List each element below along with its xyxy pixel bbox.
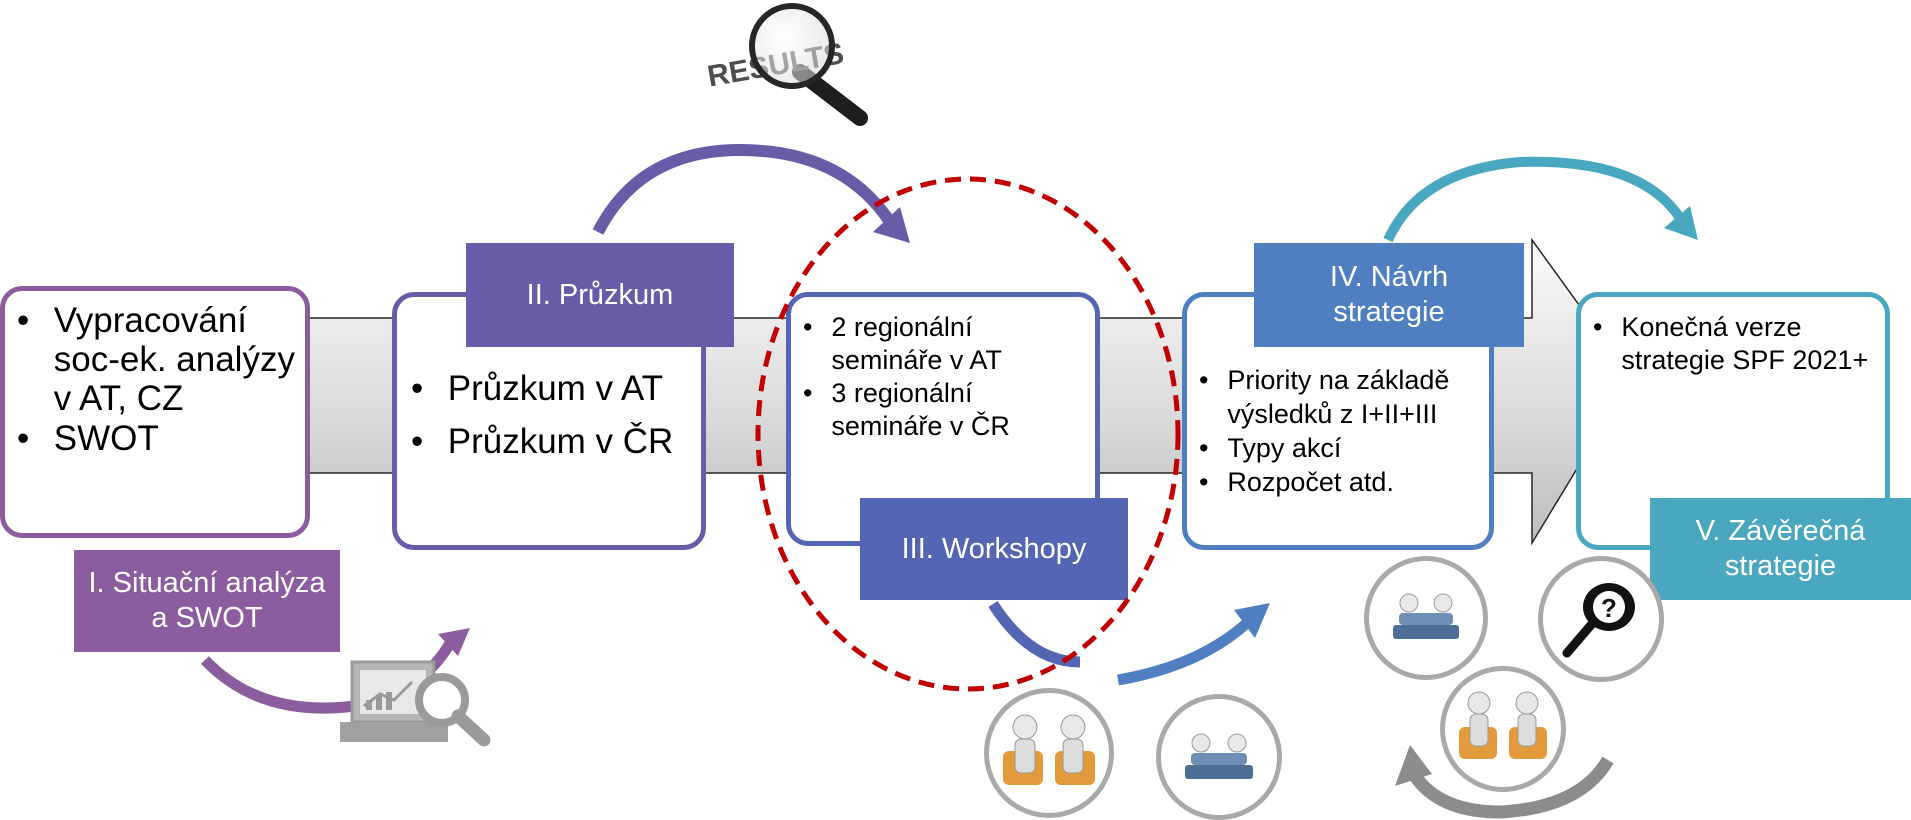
curve-arrow-2 (592, 143, 895, 235)
cycle-arrow-head (1395, 745, 1432, 786)
meeting-people-icon (1440, 666, 1566, 792)
curve-arrow-4-head (1664, 206, 1698, 240)
stage-1-bullet: Vypracování soc-ek. analýzy v AT, CZ (17, 301, 299, 419)
stage-4-bullet: Priority na základě výsledků z I+II+III (1199, 363, 1489, 431)
curve-arrow-4 (1383, 156, 1685, 243)
stage-2-bullet: Průzkum v AT (411, 363, 701, 416)
stage-1-box: Vypracování soc-ek. analýzy v AT, CZ SWO… (0, 286, 310, 538)
stage-3-bullet: 3 regionální semináře v ČR (803, 377, 1043, 443)
svg-text:?: ? (1601, 593, 1617, 623)
stage-2-bullets: Průzkum v AT Průzkum v ČR (411, 363, 701, 468)
stage-4-label: IV. Návrh strategie (1254, 243, 1524, 347)
stage-3-bullet: 2 regionální semináře v AT (803, 311, 1043, 377)
results-logo: RESULTS (705, 3, 868, 126)
handshake-icon (1156, 694, 1282, 820)
stage-4-bullet: Rozpočet atd. (1199, 465, 1489, 499)
curve-arrow-3 (988, 601, 1081, 668)
analytics-laptop-icon (340, 660, 491, 747)
curve-arrow-3b (1117, 617, 1252, 686)
stage-1-bullet: SWOT (17, 419, 299, 458)
stage-2-bullet: Průzkum v ČR (411, 416, 701, 469)
stage-3-bullets: 2 regionální semináře v AT 3 regionální … (803, 311, 1043, 443)
handshake-icon (1364, 556, 1488, 680)
curve-arrow-1-head (438, 628, 470, 656)
stage-1-bullets: Vypracování soc-ek. analýzy v AT, CZ SWO… (17, 301, 299, 458)
stage-5-label: V. Závěrečná strategie (1650, 498, 1911, 600)
cycle-arrow (1409, 756, 1614, 819)
stage-2-label: II. Průzkum (466, 243, 734, 347)
curve-arrow-3-head (1234, 603, 1270, 638)
stage-5-bullets: Konečná verze strategie SPF 2021+ (1593, 311, 1873, 377)
stage-4-bullets: Priority na základě výsledků z I+II+III … (1199, 363, 1489, 499)
stage-5-bullet: Konečná verze strategie SPF 2021+ (1593, 311, 1873, 377)
magnifier-question-icon: ? (1538, 556, 1664, 682)
stage-4-bullet: Typy akcí (1199, 431, 1489, 465)
meeting-people-icon (984, 688, 1114, 818)
stage-1-label: I. Situační analýza a SWOT (74, 550, 340, 652)
stage-3-label: III. Workshopy (860, 498, 1128, 600)
